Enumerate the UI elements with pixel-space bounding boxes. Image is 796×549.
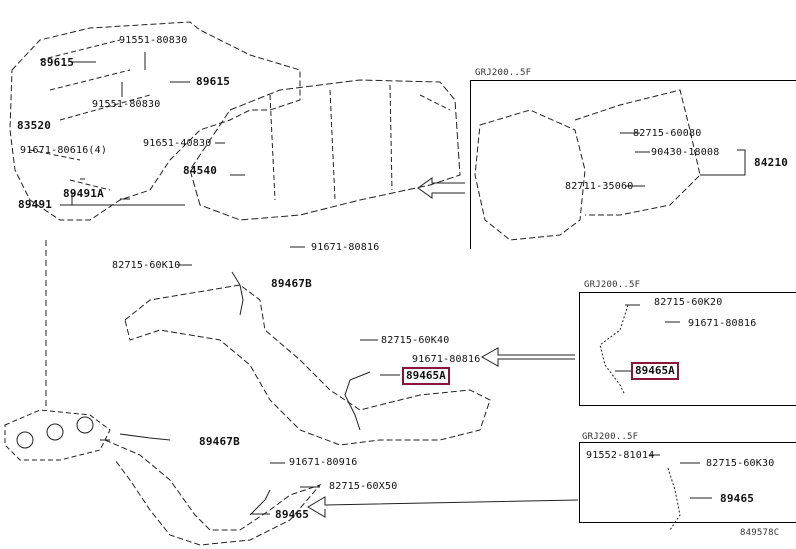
label-91671-80616[interactable]: 91671-80616(4): [20, 145, 108, 156]
panel1-title: GRJ200..5F: [475, 68, 532, 78]
sensor-89465-wire: [249, 489, 271, 516]
panel2-wire: [599, 304, 629, 396]
panel1-label-82711-35060[interactable]: 82711-35060: [565, 181, 634, 192]
diagram-id-code: 849578C: [740, 528, 780, 538]
label-89615-left[interactable]: 89615: [40, 56, 75, 69]
label-82715-60k10[interactable]: 82715-60K10: [112, 260, 181, 271]
sensor-lower-wire: [119, 433, 171, 441]
exhaust-manifold-lower: [4, 409, 111, 461]
label-91671-80816-top[interactable]: 91671-80816: [311, 242, 380, 253]
label-89615-right[interactable]: 89615: [196, 75, 231, 88]
label-89491[interactable]: 89491: [18, 198, 53, 211]
label-91671-80916[interactable]: 91671-80916: [289, 457, 358, 468]
label-83520[interactable]: 83520: [17, 119, 52, 132]
exhaust-pipe-lower: [104, 439, 322, 546]
arrow-panel3: [307, 496, 579, 518]
panel1-label-90430-18008[interactable]: 90430-18008: [651, 147, 720, 158]
engine-outline: [9, 21, 301, 221]
gearbox: [574, 89, 701, 216]
label-84540[interactable]: 84540: [183, 164, 218, 177]
arrow-panel2: [480, 347, 575, 367]
panel3-label-82715-60k30[interactable]: 82715-60K30: [706, 458, 775, 469]
panel-sensor-89465a: [579, 292, 796, 406]
panel-transmission-5f: [470, 80, 796, 249]
transmission-outline: [189, 79, 461, 221]
panel3-label-89465[interactable]: 89465: [720, 492, 755, 505]
label-89465-lower[interactable]: 89465: [275, 508, 310, 521]
label-91551-80830-mid[interactable]: 91551-80830: [92, 99, 161, 110]
label-82715-60x50[interactable]: 82715-60X50: [329, 481, 398, 492]
arrow-transmission: [417, 177, 465, 199]
engine-detail: [29, 39, 151, 191]
bellhousing: [474, 109, 586, 241]
panel2-label-82715-60k20[interactable]: 82715-60K20: [654, 297, 723, 308]
panel-sensor-89465: [579, 442, 796, 523]
panel1-label-82715-60080[interactable]: 82715-60080: [633, 128, 702, 139]
label-89467b-lower[interactable]: 89467B: [199, 435, 240, 448]
label-91651-40830[interactable]: 91651-40830: [143, 138, 212, 149]
label-82715-60k40[interactable]: 82715-60K40: [381, 335, 450, 346]
exhaust-pipe-upper: [124, 284, 491, 446]
sensor-89465a-wire: [344, 371, 371, 431]
label-89491a[interactable]: 89491A: [63, 187, 104, 200]
panel3-title: GRJ200..5F: [582, 432, 639, 442]
transmission-detail: [269, 84, 451, 201]
panel2-label-91671-80816[interactable]: 91671-80816: [688, 318, 757, 329]
leader-lines: [60, 52, 400, 515]
panel2-title: GRJ200..5F: [584, 280, 641, 290]
panel3-label-91552-81014[interactable]: 91552-81014: [586, 450, 655, 461]
label-91551-80830-top[interactable]: 91551-80830: [119, 35, 188, 46]
panel-leaders: [615, 132, 746, 499]
label-89467b-upper[interactable]: 89467B: [271, 277, 312, 290]
panel1-label-84210[interactable]: 84210: [754, 156, 789, 169]
panel2-label-89465a-highlighted[interactable]: 89465A: [631, 362, 679, 380]
label-89465a-highlighted[interactable]: 89465A: [402, 367, 450, 385]
sensor-89467b-wire: [231, 271, 244, 316]
label-91671-80816-mid[interactable]: 91671-80816: [412, 354, 481, 365]
